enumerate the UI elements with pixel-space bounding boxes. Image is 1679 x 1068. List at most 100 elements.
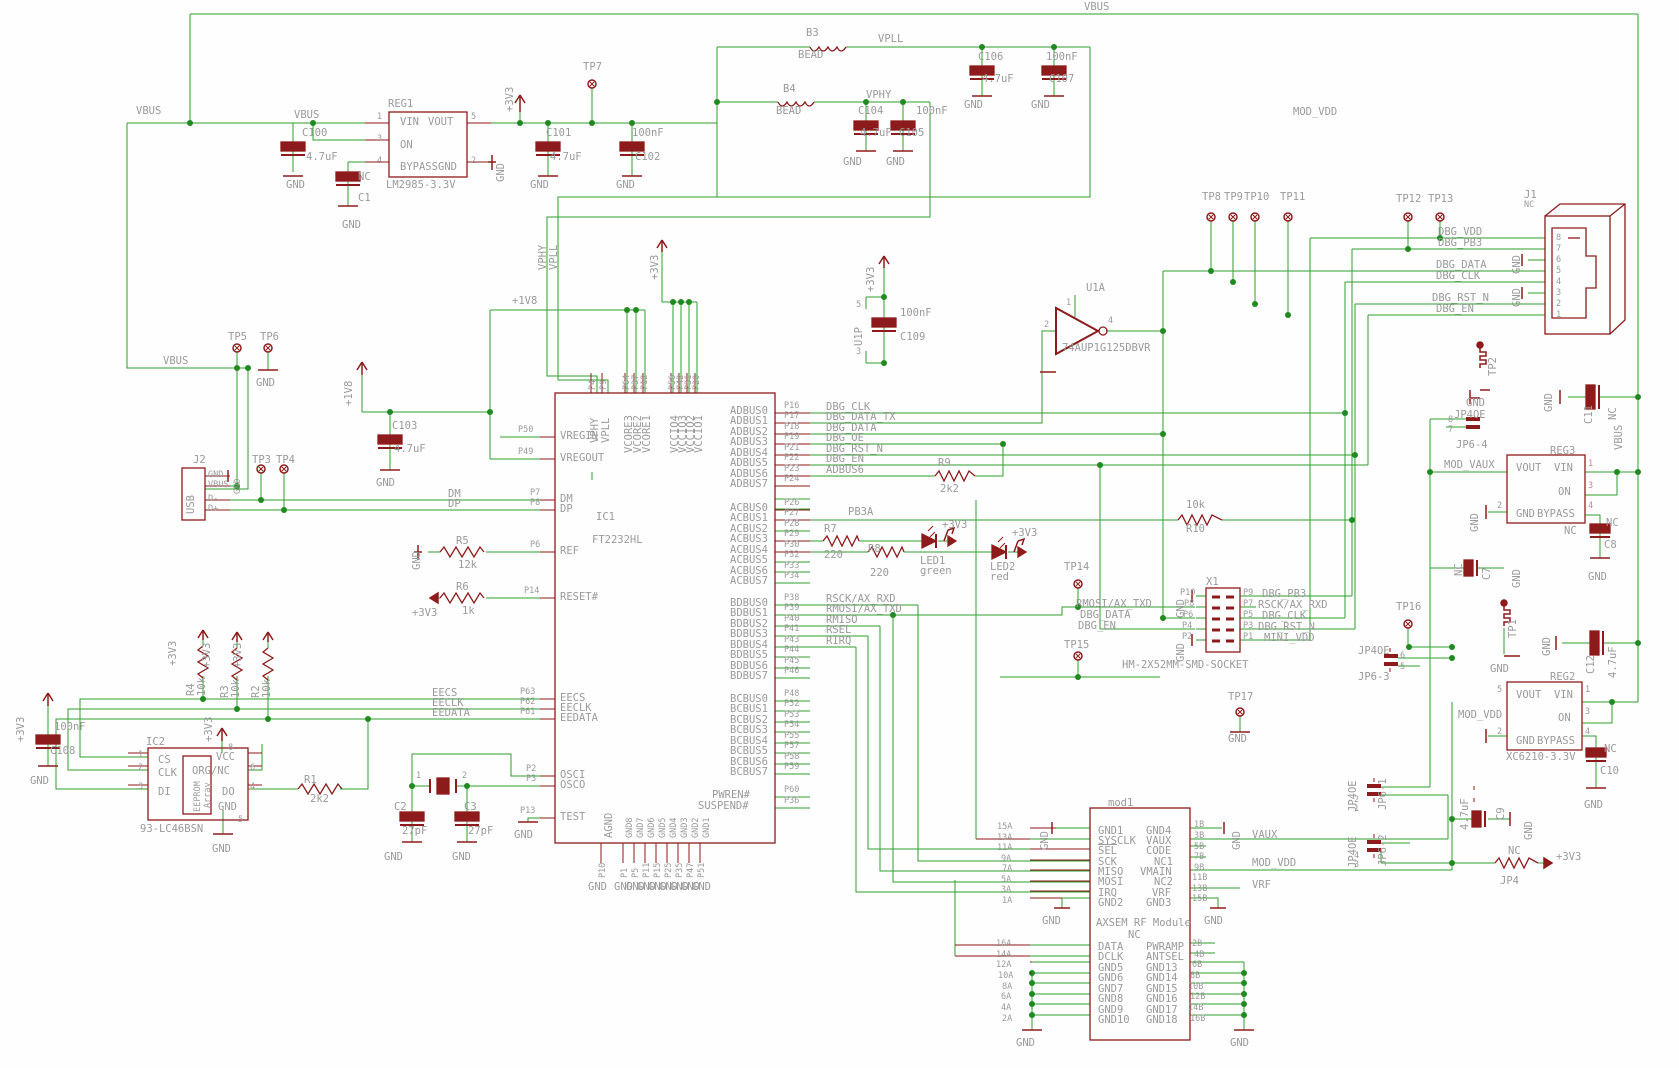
ref-label: C3 xyxy=(464,801,477,813)
value-label: FT2232HL xyxy=(592,534,643,546)
pin-label: VOUT xyxy=(428,116,454,128)
ref-label: C101 xyxy=(546,127,572,139)
value-label: NC xyxy=(1453,563,1465,576)
pin-label: CLK xyxy=(158,767,177,779)
pin-label: VCORE1 xyxy=(641,415,653,453)
ref-label: R3 xyxy=(219,685,231,698)
pin-number-label: 4 xyxy=(377,156,383,166)
ref-label: B4 xyxy=(783,83,796,95)
j2-usb-body xyxy=(181,467,206,521)
pin-number-label: 1 xyxy=(1585,685,1591,695)
pin-number-label: 3 xyxy=(1556,288,1562,298)
ref-label: TP8 xyxy=(1202,191,1221,203)
ref-label: IC1 xyxy=(596,511,615,523)
pin-label: BCBUS4 xyxy=(730,735,768,747)
ref-label: C104 xyxy=(858,105,884,117)
pin-label: GND xyxy=(1516,735,1535,747)
pin-number-label: P9 xyxy=(1243,588,1254,598)
value-label: 4.7uF xyxy=(550,151,582,163)
ref-label: REG2 xyxy=(1550,671,1576,683)
gnd-label: GND xyxy=(637,881,656,893)
pin-stubs xyxy=(128,122,1090,974)
pin-number-label: 3B xyxy=(1194,831,1205,841)
pin-label: DCLK xyxy=(1098,951,1124,963)
pin-label: GND6 xyxy=(647,817,657,838)
pin-label: ACBUS3 xyxy=(730,533,768,545)
pin-number-label: 5 xyxy=(238,815,244,825)
value-label: 100nF xyxy=(632,127,664,139)
net-label: ADBUS6 xyxy=(826,464,864,476)
pin-number-label: P6 xyxy=(530,540,541,550)
reg3-body xyxy=(1506,454,1586,524)
gnd-label: GND xyxy=(1042,915,1061,927)
ref-label: JP6-3 xyxy=(1358,671,1390,683)
pin-number-label: P15 xyxy=(653,862,663,878)
pin-number-label: P8 xyxy=(530,498,541,508)
ic2-eeprom-array-box xyxy=(182,755,212,815)
value-label: BEAD xyxy=(798,49,824,61)
pin-label: BCBUS1 xyxy=(730,703,768,715)
gnd-label: GND xyxy=(1039,831,1051,850)
net-label: DBG_CLK xyxy=(1262,610,1307,622)
pin-number-label: 5 xyxy=(1556,266,1562,276)
jumpers xyxy=(1367,417,1480,852)
ref-label: JP6-2 xyxy=(1377,834,1389,866)
pin-number-label: P10 xyxy=(598,862,608,878)
pin-number-label: 3 xyxy=(856,347,862,357)
pin-label: BDBUS5 xyxy=(730,649,768,661)
pin-label: BDBUS3 xyxy=(730,628,768,640)
power-label: +3V3 xyxy=(504,86,516,112)
pin-number-label: P13 xyxy=(520,806,536,816)
pin-label: VOUT xyxy=(1516,689,1542,701)
pin-label: ANTSEL xyxy=(1146,951,1184,963)
pin-number-label: 2 xyxy=(1044,320,1050,330)
pin-number-label: P23 xyxy=(784,464,800,474)
pin-label: ADBUS3 xyxy=(730,436,768,448)
value-label: 4.7uF xyxy=(860,127,892,139)
gnd-label: GND xyxy=(1204,915,1223,927)
pin-number-label: 3 xyxy=(1588,481,1594,491)
gnd-label: GND xyxy=(212,843,231,855)
net-label: VAUX xyxy=(1252,829,1278,841)
pin-number-label: 4 xyxy=(1108,316,1114,326)
pin-number-label: P47 xyxy=(686,862,696,878)
pin-label: DM xyxy=(560,493,573,505)
gnd-label: GND xyxy=(659,881,678,893)
pin-label: VMAIN xyxy=(1140,866,1172,878)
value-label: AXSEM RF Module xyxy=(1096,917,1191,929)
ref-label: TP15 xyxy=(1064,639,1090,651)
gnd-label: GND xyxy=(1541,637,1553,656)
pin-number-label: P46 xyxy=(784,666,800,676)
power-label: +1V8 xyxy=(343,380,355,406)
pin-number-label: P58 xyxy=(784,752,800,762)
led1 xyxy=(921,525,958,550)
gnd-label: GND xyxy=(648,881,667,893)
pin-number-label: 3 xyxy=(377,134,383,144)
pin-number-label: P5 xyxy=(1243,610,1254,620)
net-label: DBG_EN xyxy=(826,453,864,465)
pin-label: NC1 xyxy=(1154,856,1173,868)
net-label: DBG_DATA xyxy=(826,422,877,434)
pin-number-label: P61 xyxy=(520,707,536,717)
net-label: MOD_VAUX xyxy=(1444,459,1495,471)
net-label: MOD_VDD xyxy=(1293,106,1338,118)
pin-number-label: 4A xyxy=(1001,1003,1012,1013)
net-label: RMOSI/AX_TXD xyxy=(1076,598,1152,610)
gnd-label: GND xyxy=(233,478,243,494)
net-label: DBG_PB3 xyxy=(1438,237,1483,249)
pin-number-label: 2 xyxy=(471,156,477,166)
net-label: RSCK/AX_RXD xyxy=(1258,599,1328,611)
value-label: red xyxy=(990,571,1009,583)
pin-label: GND1 xyxy=(702,817,712,838)
pin-label: ON xyxy=(400,139,413,151)
pin-label: AGND xyxy=(603,812,615,838)
pin-label: BDBUS2 xyxy=(730,618,768,630)
pin-number-label: 3 xyxy=(1354,860,1360,870)
ref-label: REG3 xyxy=(1550,445,1576,457)
pin-label: GND16 xyxy=(1146,993,1178,1005)
pin-label: DATA xyxy=(1098,941,1124,953)
pin-label: GND2 xyxy=(1098,897,1124,909)
gnd-label: GND xyxy=(964,99,983,111)
gnd-label: GND xyxy=(886,156,905,168)
